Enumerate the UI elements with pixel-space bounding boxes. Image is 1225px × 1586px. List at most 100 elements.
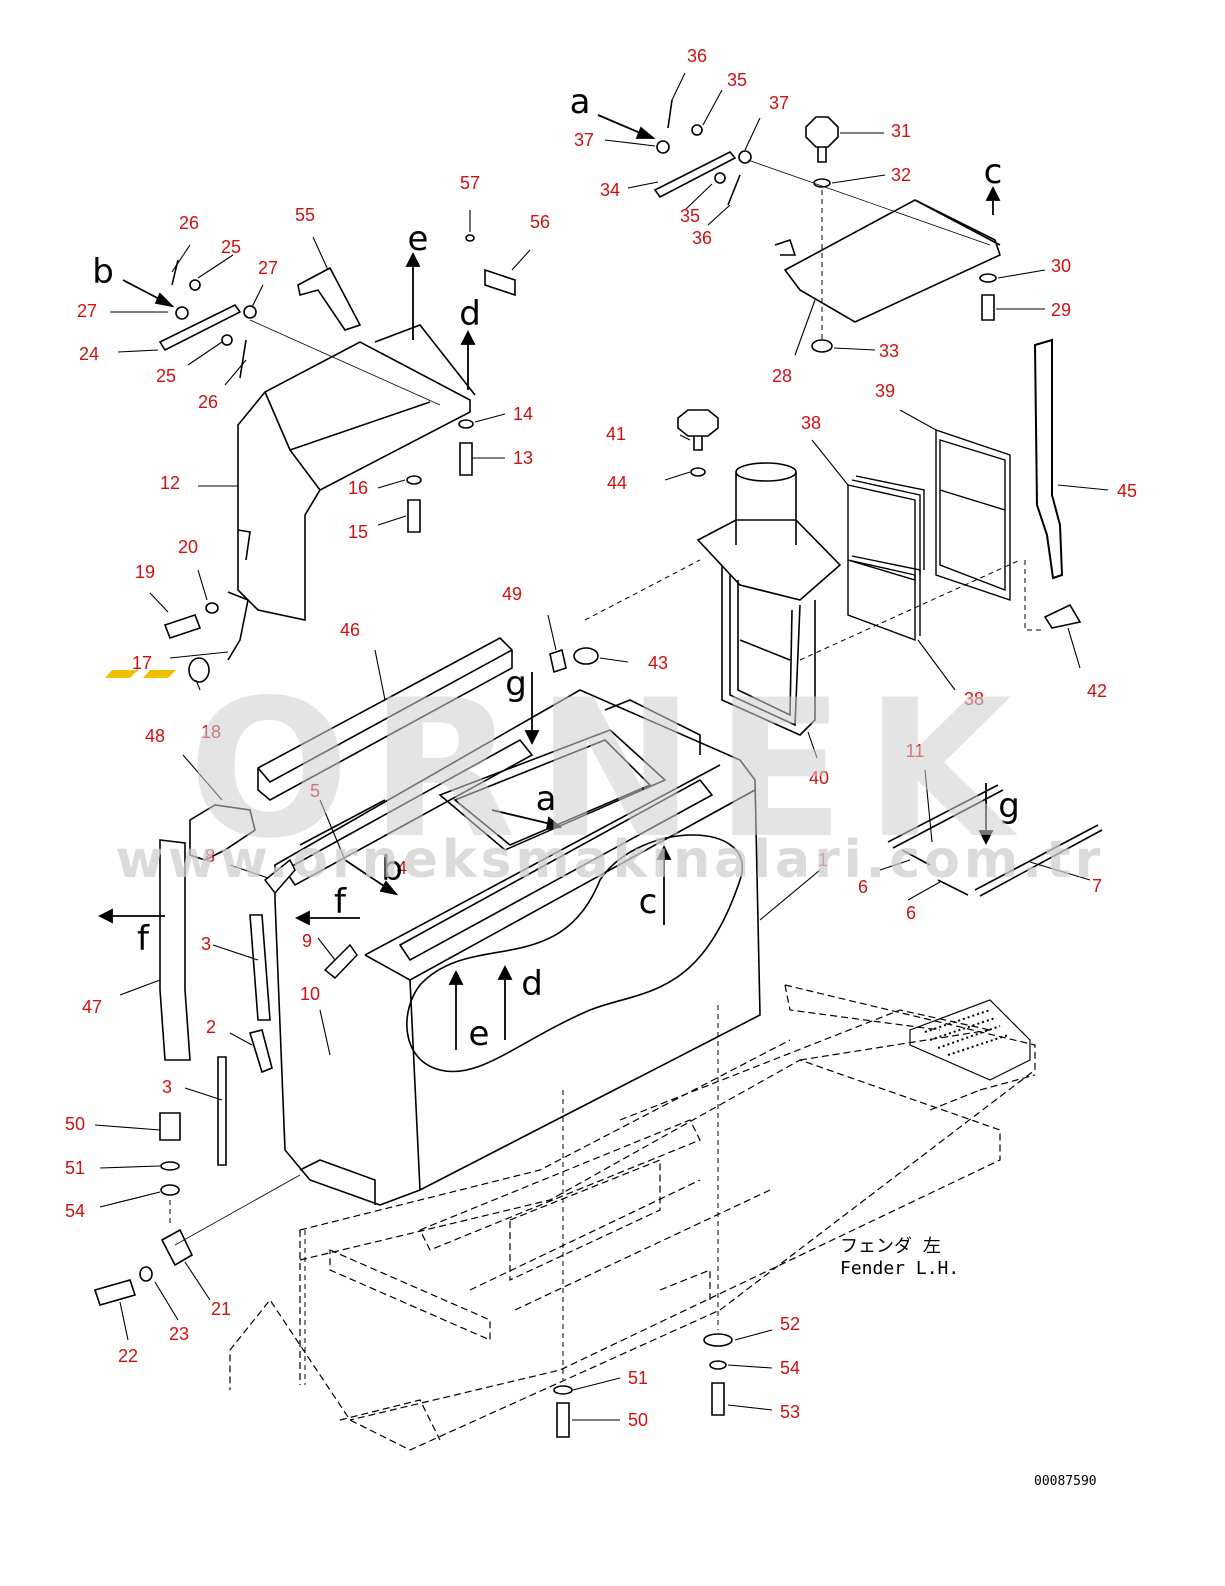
callout-label: 38	[964, 689, 984, 709]
leader-lines	[94, 72, 1109, 1421]
callout-label: 27	[77, 301, 97, 321]
right-panel	[774, 199, 1001, 323]
base-frame	[229, 984, 1036, 1451]
callout-labels: 1 2 3 3 4 5 6 6 7 8 9 10 11 12 13 14 15 …	[65, 46, 1137, 1430]
callout-label: 36	[687, 46, 707, 66]
callout-label: 7	[1092, 876, 1102, 896]
arrow-letter: d	[521, 964, 543, 1004]
duct-assembly	[696, 462, 842, 736]
callout-label: 34	[600, 180, 620, 200]
accent-mark	[105, 670, 176, 678]
arrow-letters: a a b b c c d d e e f f g g	[92, 82, 1020, 1054]
arrow-letter: f	[137, 919, 150, 959]
fender-label-en: Fender L.H.	[840, 1258, 960, 1279]
callout-label: 45	[1117, 481, 1137, 501]
callout-label: 22	[118, 1346, 138, 1366]
direction-arrows	[97, 114, 1001, 1050]
callout-label: 36	[692, 228, 712, 248]
document-number: 00087590	[1034, 1474, 1097, 1489]
callout-label: 29	[1051, 300, 1071, 320]
filter-elements	[847, 429, 1011, 642]
callout-label: 55	[295, 205, 315, 225]
callout-label: 11	[906, 741, 925, 761]
arrow-letter: f	[334, 882, 347, 922]
arrow-letter: b	[381, 849, 403, 889]
callout-label: 17	[132, 653, 152, 673]
arrow-letter: c	[984, 152, 1003, 192]
callout-label: 4	[397, 858, 407, 878]
callout-label: 23	[169, 1324, 189, 1344]
callout-label: 9	[302, 931, 312, 951]
seal-strip	[1033, 338, 1064, 580]
arrow-letter: e	[408, 219, 429, 259]
callout-label: 57	[460, 173, 480, 193]
fender-box	[274, 689, 761, 1206]
callout-label: 3	[201, 934, 211, 954]
callout-label: 24	[79, 344, 99, 364]
callout-label: 32	[891, 165, 911, 185]
callout-label: 49	[502, 584, 522, 604]
callout-label: 56	[530, 212, 550, 232]
callout-label: 18	[201, 722, 221, 742]
callout-label: 44	[607, 473, 627, 493]
callout-label: 16	[348, 478, 368, 498]
callout-label: 53	[780, 1402, 800, 1422]
fender-label: フェンダ 左 Fender L.H.	[840, 1236, 959, 1280]
callout-label: 38	[801, 413, 821, 433]
callout-label: 13	[513, 448, 533, 468]
callout-label: 15	[348, 522, 368, 542]
callout-label: 25	[221, 237, 241, 257]
callout-label: 50	[628, 1410, 648, 1430]
axis-lines	[169, 190, 1045, 1385]
callout-label: 52	[780, 1314, 800, 1334]
callout-label: 12	[160, 473, 180, 493]
callout-label: 3	[162, 1077, 172, 1097]
callout-label: 51	[65, 1158, 85, 1178]
callout-label: 47	[82, 997, 102, 1017]
hardware	[93, 99, 1082, 1438]
callout-label: 2	[206, 1017, 216, 1037]
callout-label: 26	[198, 392, 218, 412]
callout-label: 35	[727, 70, 747, 90]
callout-label: 37	[769, 93, 789, 113]
callout-label: 46	[340, 620, 360, 640]
strips	[159, 637, 1103, 1166]
callout-label: 10	[300, 984, 320, 1004]
callout-label: 6	[858, 877, 868, 897]
callout-label: 48	[145, 726, 165, 746]
callout-label: 14	[513, 404, 533, 424]
callout-label: 20	[178, 537, 198, 557]
arrow-letter: g	[505, 664, 527, 704]
callout-label: 1	[818, 850, 828, 870]
arrow-letter: a	[536, 779, 557, 819]
callout-label: 25	[156, 366, 176, 386]
callout-label: 50	[65, 1114, 85, 1134]
callout-label: 39	[875, 381, 895, 401]
pads	[263, 858, 358, 980]
callout-label: 6	[906, 903, 916, 923]
callout-label: 19	[135, 562, 155, 582]
arrow-letter: g	[998, 786, 1020, 826]
callout-label: 8	[205, 846, 215, 866]
callout-label: 21	[211, 1299, 231, 1319]
callout-label: 41	[606, 424, 626, 444]
callout-label: 42	[1087, 681, 1107, 701]
arrow-letter: c	[639, 882, 658, 922]
callout-label: 54	[780, 1358, 800, 1378]
engine-grille	[909, 999, 1031, 1081]
callout-label: 43	[648, 653, 668, 673]
callout-label: 37	[574, 130, 594, 150]
callout-label: 31	[891, 121, 911, 141]
callout-label: 27	[258, 258, 278, 278]
callout-label: 40	[809, 768, 829, 788]
arrow-letter: d	[459, 294, 481, 334]
callout-label: 30	[1051, 256, 1071, 276]
left-cover	[237, 266, 476, 621]
callout-label: 51	[628, 1368, 648, 1388]
arrow-letter: e	[469, 1014, 490, 1054]
arrow-letter: a	[570, 82, 591, 122]
callout-label: 28	[772, 366, 792, 386]
callout-label: 5	[310, 781, 320, 801]
arrow-letter: b	[92, 252, 114, 292]
